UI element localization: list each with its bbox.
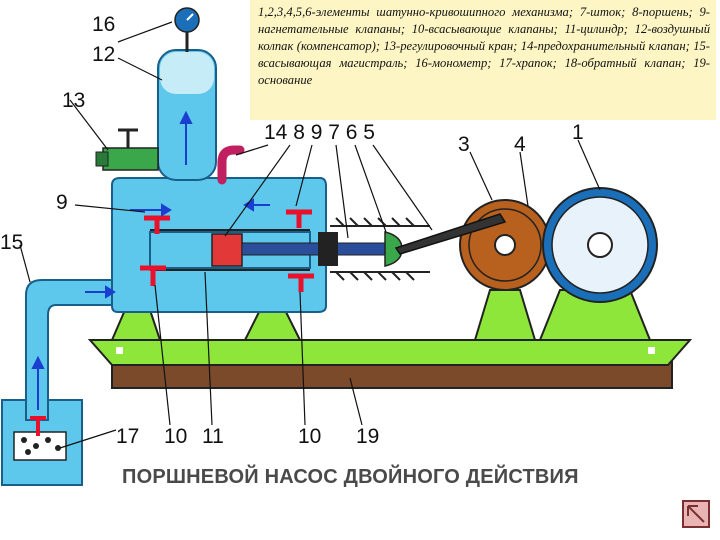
- label-13: 13: [62, 89, 86, 112]
- label-top-row: 14 8 9 7 6 5: [264, 121, 375, 144]
- base-green-frame: [87, 339, 693, 366]
- diagram-title: ПОРШНЕВОЙ НАСОС ДВОЙНОГО ДЕЙСТВИЯ: [122, 466, 579, 488]
- label-10-left: 10: [164, 425, 188, 448]
- legend-text: 1,2,3,4,5,6-элементы шатунно-кривошипног…: [250, 0, 716, 120]
- label-17: 17: [116, 425, 140, 448]
- delivery-valve-left: [144, 215, 170, 234]
- pump-support-right: [243, 309, 302, 341]
- safety-valve: [217, 145, 245, 185]
- strainer-hole: [25, 449, 31, 455]
- label-4: 4: [514, 133, 526, 156]
- label-16: 16: [92, 13, 116, 36]
- strainer-hole: [55, 445, 61, 451]
- flow-arrows: [31, 110, 270, 410]
- strainer-hole: [45, 437, 51, 443]
- regulating-valve-body: [102, 147, 159, 171]
- label-19: 19: [356, 425, 380, 448]
- base-brown-slab: [111, 361, 673, 389]
- label-11: 11: [202, 425, 224, 448]
- strainer-hole: [21, 437, 27, 443]
- manometer-needle: [186, 13, 194, 21]
- label-12: 12: [92, 43, 116, 66]
- label-1: 1: [572, 121, 584, 144]
- delivery-valve-right: [286, 209, 312, 228]
- pump-support-left: [110, 309, 162, 341]
- piston-rod: [241, 242, 388, 256]
- air-vessel-air: [160, 52, 214, 94]
- piston: [211, 233, 243, 267]
- label-3: 3: [458, 133, 470, 156]
- label-10-right: 10: [298, 425, 322, 448]
- crank-hub: [494, 234, 516, 256]
- leader-lines: [19, 21, 601, 449]
- foot-valve: [30, 416, 46, 436]
- base-bolt-left: [116, 347, 123, 354]
- regulating-valve-knob: [95, 151, 109, 167]
- suction-valve-right: [288, 273, 314, 292]
- crosshead: [318, 232, 338, 266]
- connecting-rod: [394, 213, 507, 255]
- flywheel-hub: [587, 232, 613, 258]
- guide-hatch-bottom: [330, 271, 430, 281]
- suction-valve-left: [140, 265, 166, 286]
- label-9: 9: [56, 191, 68, 214]
- base-bolt-right: [648, 347, 655, 354]
- back-nav-button[interactable]: [682, 500, 710, 528]
- back-arrow-icon: [687, 505, 705, 523]
- strainer-hole: [33, 443, 39, 449]
- label-15: 15: [0, 231, 24, 254]
- crank-disc-ring: [468, 208, 542, 282]
- wheel-support-left: [473, 289, 537, 341]
